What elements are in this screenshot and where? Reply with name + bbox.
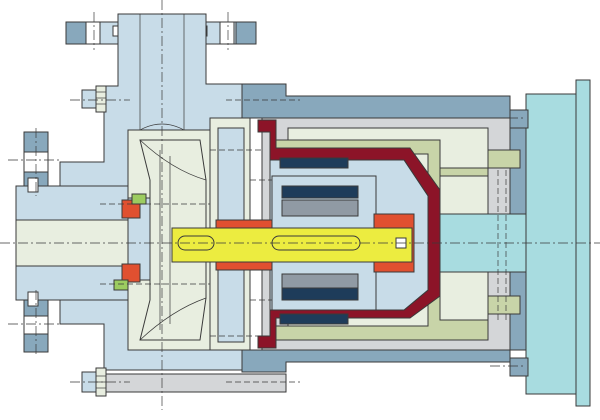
hex-bolt-top (81, 85, 107, 113)
pump-shaft (171, 227, 413, 263)
outer-magnets (279, 157, 349, 325)
suction-flange (23, 131, 49, 353)
outer-magnet-carrier (271, 139, 521, 341)
inner-magnets (281, 185, 359, 301)
centerlines (0, 0, 600, 410)
